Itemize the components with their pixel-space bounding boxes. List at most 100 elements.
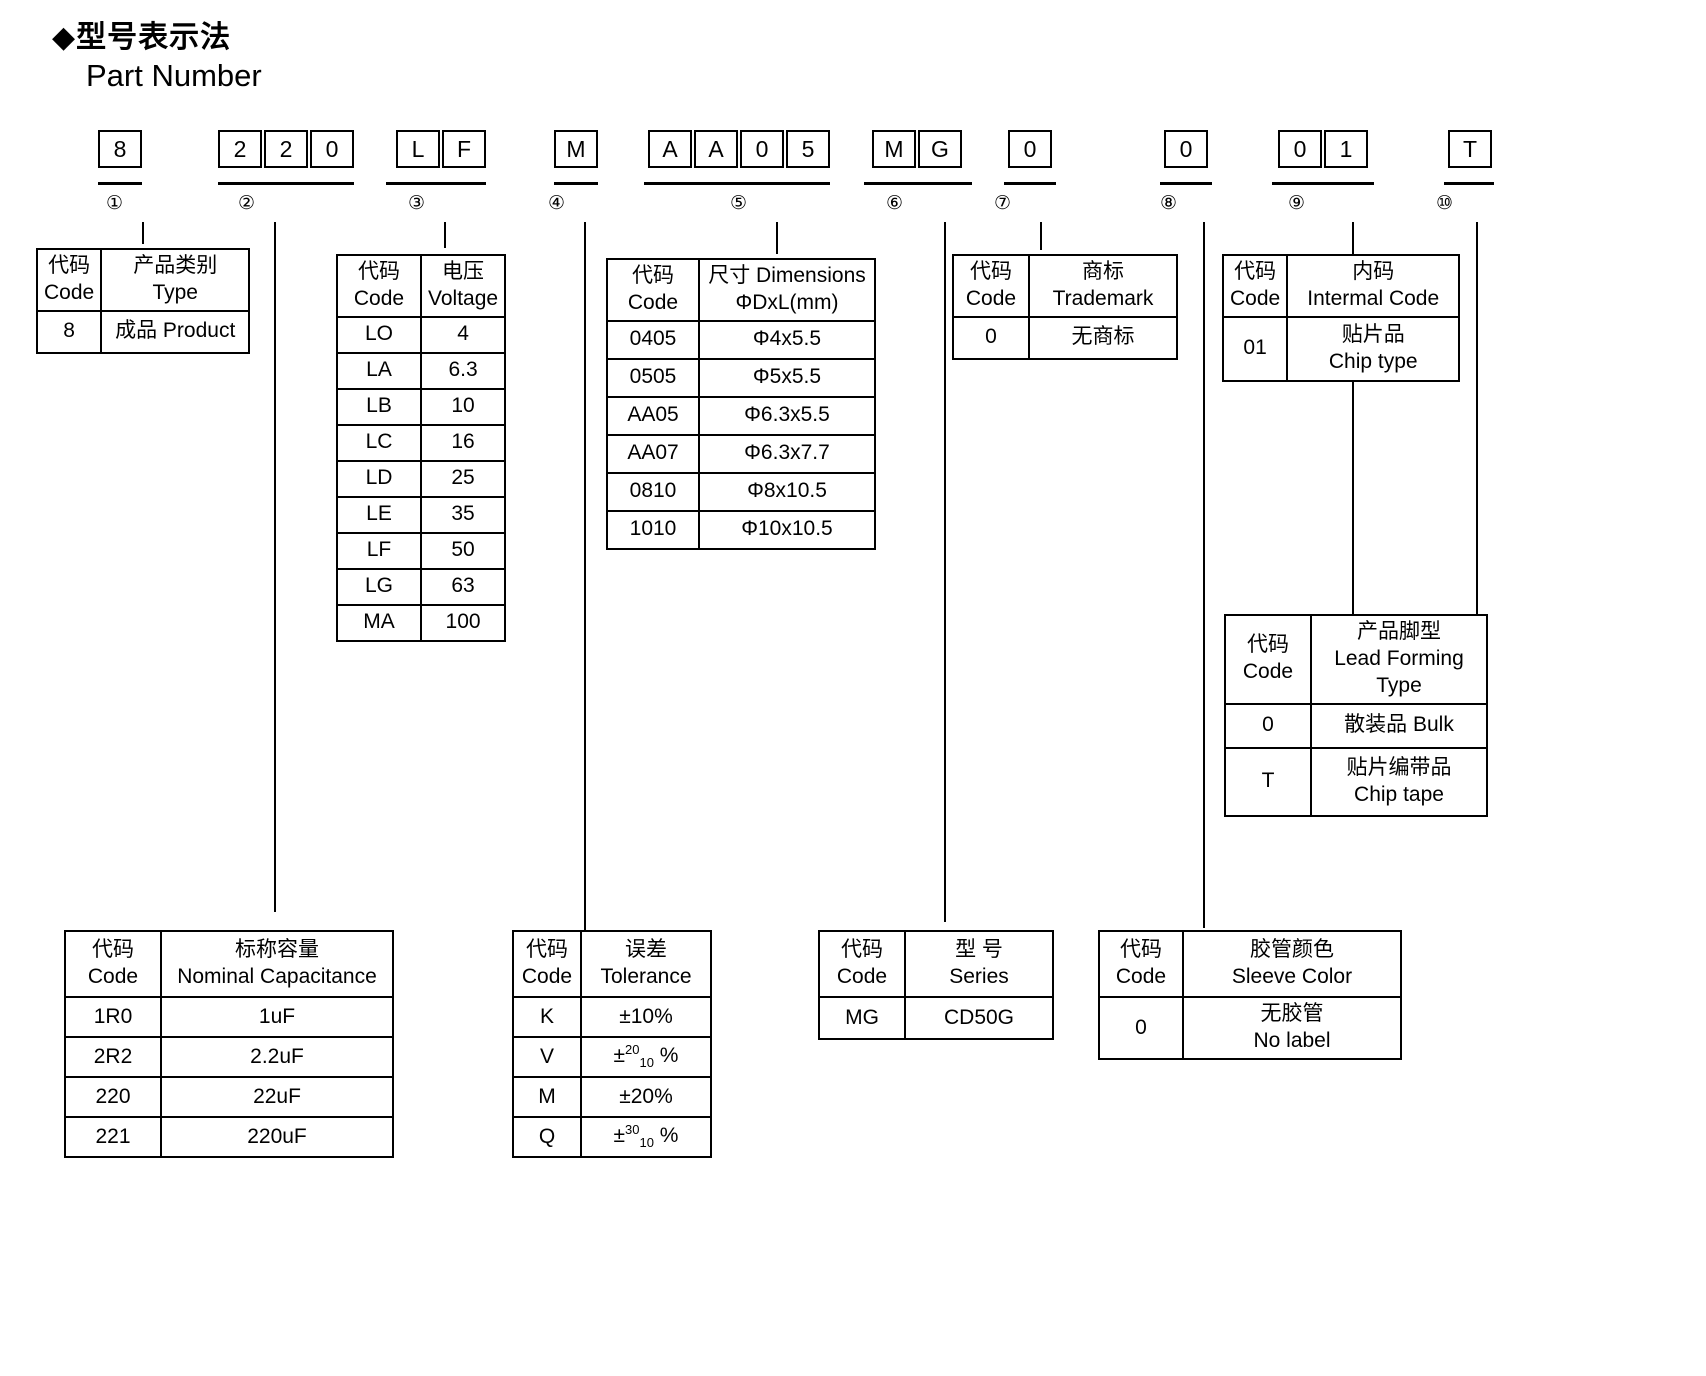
part-number-char-box: F [442,130,486,168]
table-row: K±10% [512,996,712,1038]
header-en: Code [1230,286,1281,310]
header-en: Code [353,286,405,310]
group-index-8: ⑧ [1160,193,1178,214]
header-en: Tolerance [600,965,692,988]
part-number-char-box: G [918,130,962,168]
part-number-char-box: 1 [1324,130,1368,168]
table-cell: 1010 [606,509,700,550]
header-en: ΦDxL(mm) [735,290,839,314]
table-cell: 220 [64,1076,162,1118]
leader-line-8 [1203,222,1205,928]
percent-sign: % [653,1044,679,1068]
cell-line: Chip tape [1354,782,1444,806]
group-index-10: ⑩ [1436,193,1454,214]
column-header: 商标 Trademark [1028,254,1178,318]
table-cell: 100 [419,603,507,642]
part-number-char-box: 8 [98,130,142,168]
header-cn: 型 号 [955,938,1003,962]
table-cell: 0505 [606,357,700,398]
leader-line-9 [1352,222,1354,616]
part-number-char-box: 5 [786,130,830,168]
table-cell: 35 [419,495,507,534]
table-cell: Φ5x5.5 [698,357,876,398]
table-cell: 63 [419,567,507,606]
cell-line: 无胶管 [1260,1002,1324,1026]
group-underline [1160,182,1212,185]
table-cell: 1uF [160,996,394,1038]
tolerance-lower: 10 [639,1055,654,1071]
table-cell: ±20% [580,1076,712,1118]
group-index-1: ① [106,193,124,214]
header-en: Trademark [1052,286,1154,310]
header-en: Code [1242,660,1294,684]
table-cell: 22uF [160,1076,394,1118]
header-cn: 产品脚型 [1357,620,1441,643]
plus-minus-sign: ± [613,1124,626,1148]
header-cn: 电压 [442,260,485,283]
table-cell: MA [336,603,422,642]
table-cell: ±2010 % [580,1036,712,1078]
table-cell: Φ8x10.5 [698,471,876,512]
table-cell: AA07 [606,433,700,474]
leader-line-3 [444,222,446,248]
part-number-char-box: 0 [1164,130,1208,168]
table-cell: Φ4x5.5 [698,319,876,360]
part-number-char-box: L [396,130,440,168]
page-title-en: Part Number [86,58,262,93]
table-cell: K [512,996,582,1038]
part-number-char-box: M [872,130,916,168]
part-number-char-box: 0 [740,130,784,168]
table-row: M±20% [512,1076,712,1118]
table-cell: 01 [1221,315,1289,382]
table-row: Q±3010 % [512,1116,712,1158]
leader-line-5 [776,222,778,254]
leader-line-1 [142,222,144,244]
header-en: Code [627,290,679,314]
group-underline [1272,182,1374,185]
table-cell: T [1224,746,1312,817]
part-number-char-box: 0 [1008,130,1052,168]
table-cell: 50 [419,531,507,570]
table-cell: 0810 [606,471,700,512]
header-cn: 胶管颜色 [1250,938,1334,962]
group-underline [554,182,598,185]
header-cn: 代码 [48,254,91,277]
part-number-char-box: 2 [264,130,308,168]
table-cell: LF [336,531,422,570]
part-number-char-box: A [648,130,692,168]
group-underline [644,182,830,185]
header-cn: 商标 [1082,260,1124,283]
group-underline [218,182,354,185]
leader-line-6 [944,222,946,922]
part-number-char-box: A [694,130,738,168]
